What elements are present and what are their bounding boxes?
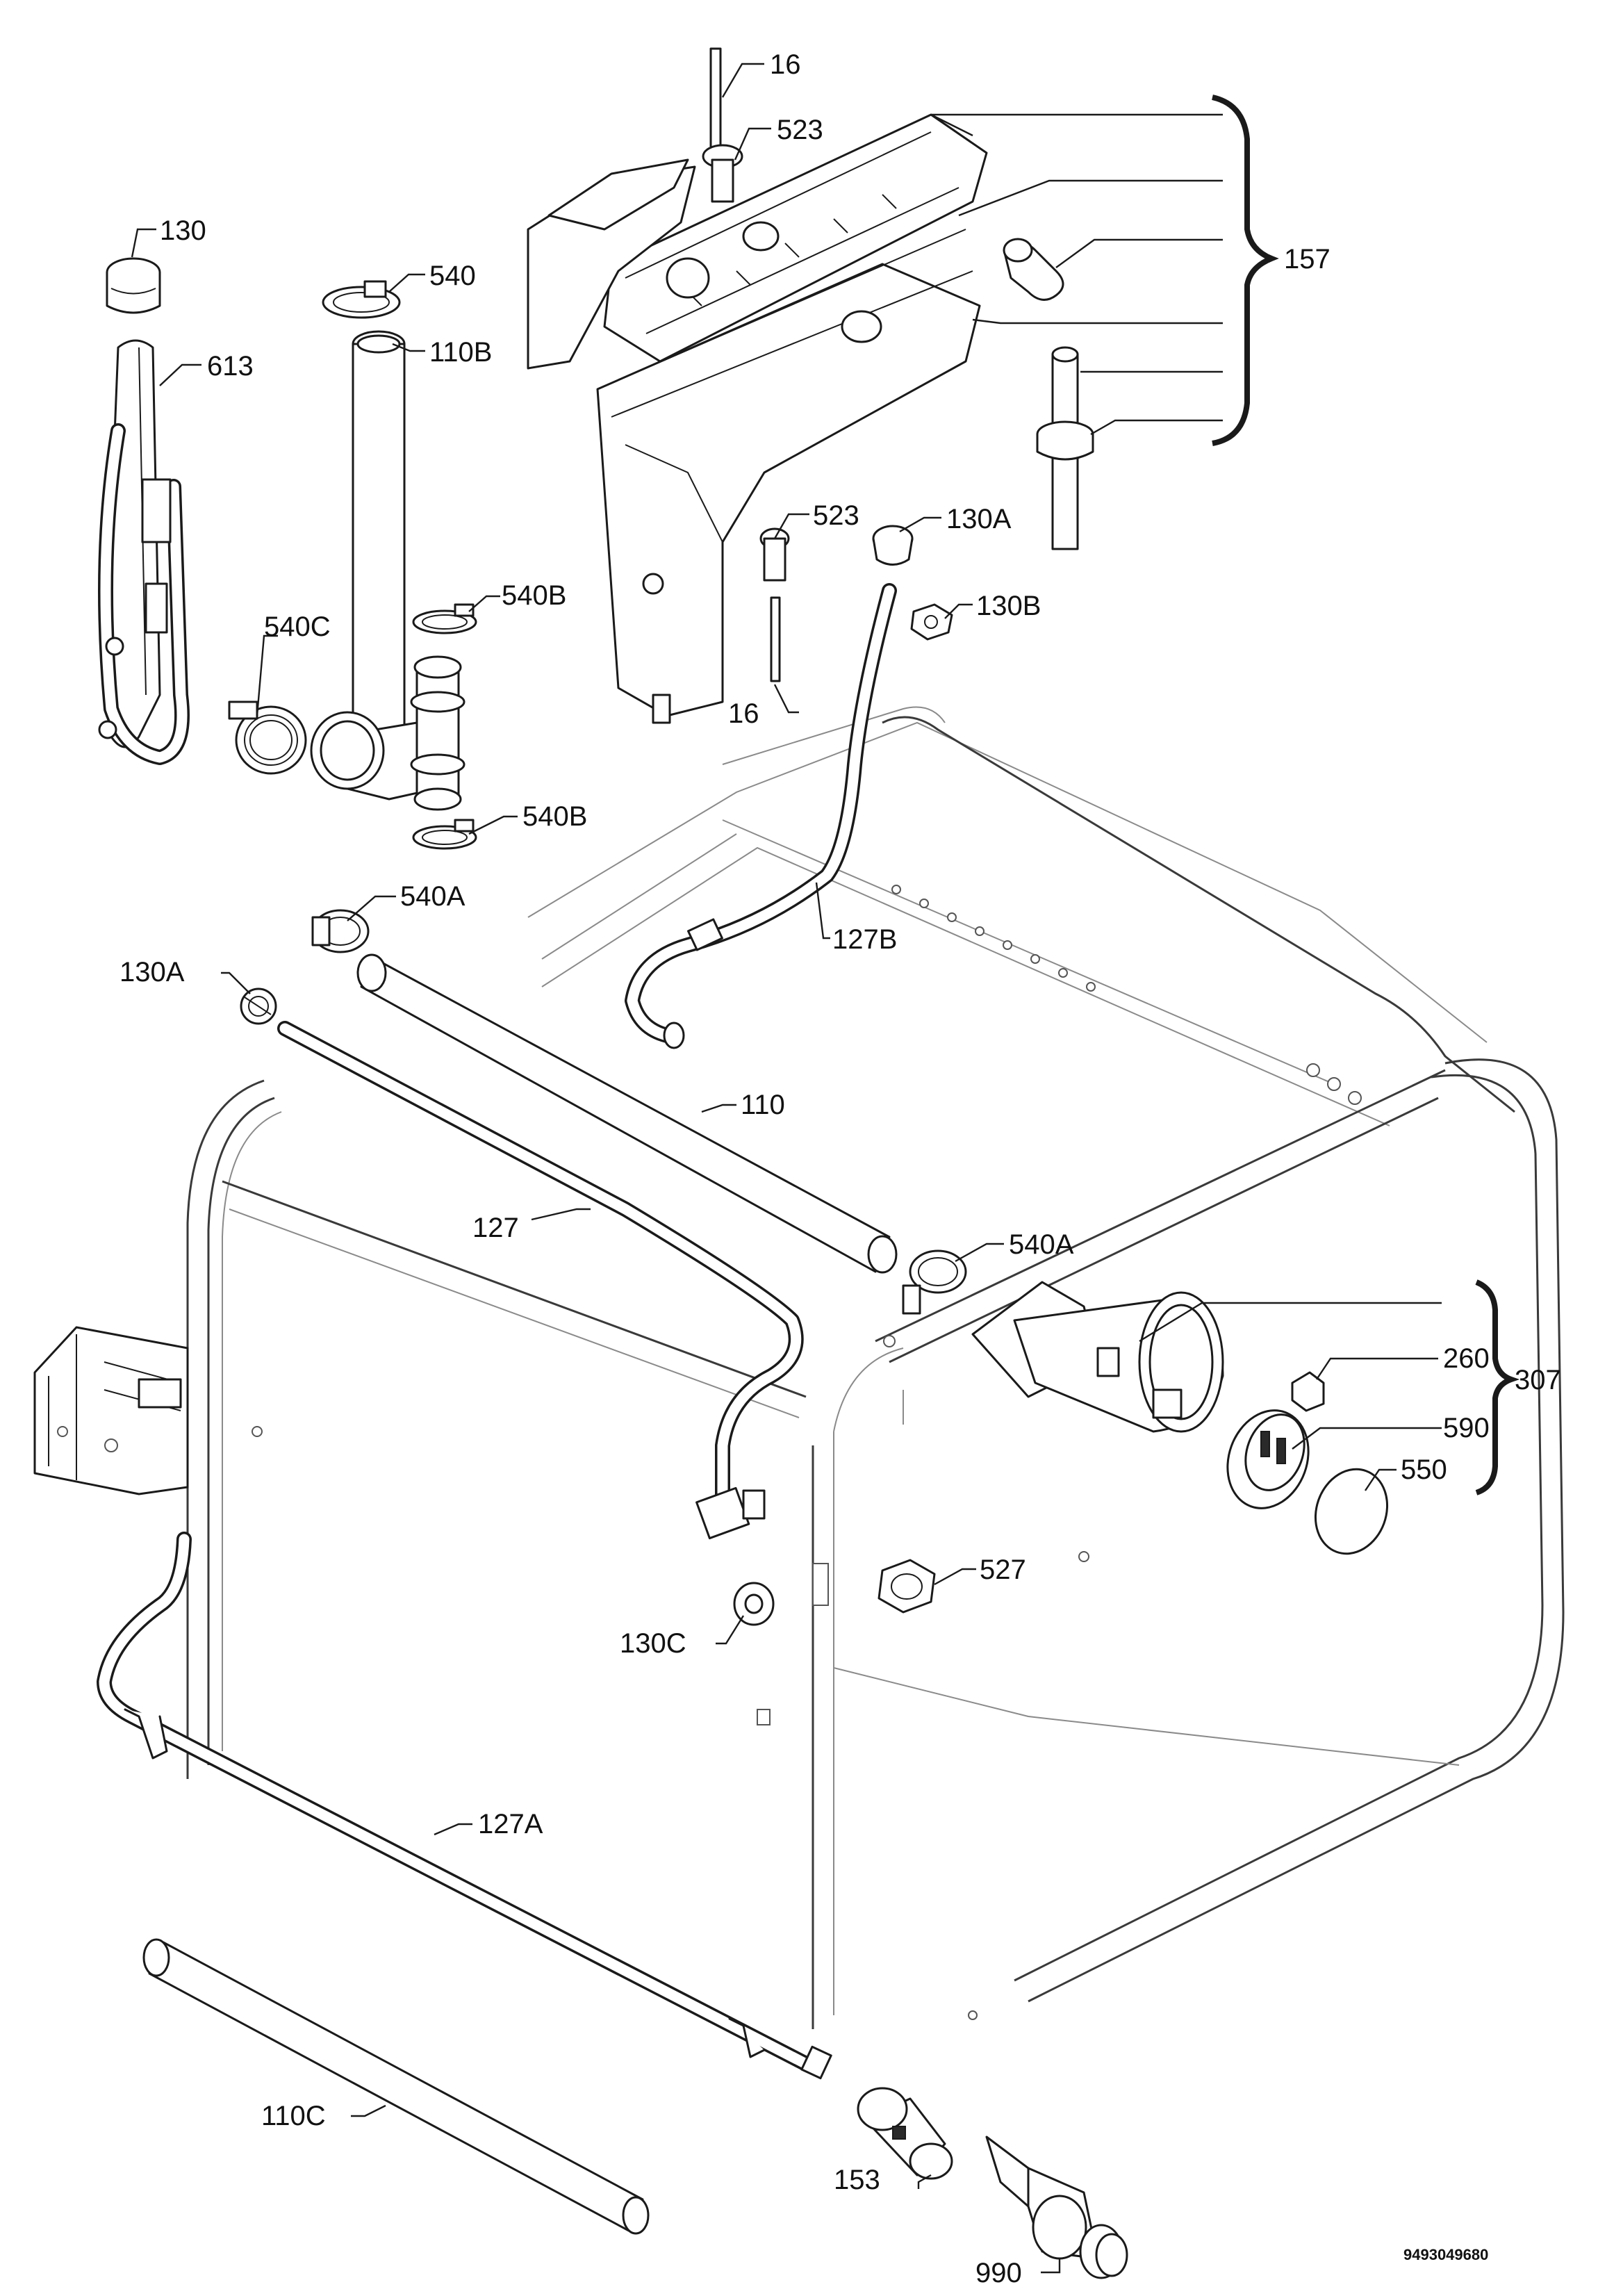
callout-540: 540 — [429, 261, 476, 291]
screw-523-top — [702, 47, 743, 203]
leader-lines — [131, 63, 1442, 2274]
callout-110c: 110C — [261, 2101, 326, 2131]
callout-157: 157 — [1284, 244, 1331, 274]
callout-307: 307 — [1515, 1365, 1561, 1395]
washer-130c — [733, 1582, 775, 1626]
clamp-540a-mid — [902, 1249, 967, 1315]
callout-110b: 110B — [429, 337, 492, 368]
grommet-130 — [106, 257, 161, 314]
document-reference: 9493049680 — [1403, 2246, 1488, 2263]
valve-assembly-307 — [971, 1281, 1389, 1555]
tank-assembly — [527, 113, 1094, 724]
callout-540a-mid: 540A — [1009, 1229, 1074, 1260]
hose-127 — [277, 1021, 804, 1540]
clamp-540 — [322, 280, 401, 319]
callout-130: 130 — [160, 215, 206, 246]
clamp-540b-lower — [412, 819, 477, 850]
callout-260: 260 — [1443, 1343, 1490, 1374]
callout-130a-top: 130A — [946, 504, 1012, 534]
callout-540a-top: 540A — [400, 881, 466, 912]
clamp-540b-upper — [412, 603, 477, 634]
left-hinge-bracket — [33, 1326, 189, 1495]
nut-527 — [878, 1559, 936, 1614]
grommet-130a-top — [872, 525, 914, 566]
callout-613: 613 — [207, 351, 254, 382]
nut-130b — [910, 603, 953, 641]
grommet-130a-left — [240, 987, 277, 1025]
connector-153 — [857, 2087, 953, 2180]
callout-127b: 127B — [832, 924, 897, 955]
callout-550: 550 — [1401, 1454, 1447, 1485]
hose-127b — [625, 583, 897, 1049]
screw-523-mid — [759, 527, 790, 682]
callout-130c: 130C — [620, 1628, 686, 1659]
callout-127: 127 — [472, 1213, 519, 1243]
brace-157 — [1212, 95, 1279, 446]
callout-110: 110 — [741, 1090, 785, 1120]
clamp-540a-top — [311, 909, 370, 953]
pipe-110 — [356, 953, 898, 1274]
callout-130a-left: 130A — [120, 957, 185, 987]
cabinet-frame — [186, 706, 1565, 2029]
clamp-540c — [228, 700, 307, 775]
pipe-110b — [310, 330, 466, 811]
callout-540b-lower: 540B — [522, 801, 587, 832]
callout-523-mid: 523 — [813, 500, 859, 531]
pipe-110c — [142, 1938, 650, 2235]
callout-523-top: 523 — [777, 115, 823, 145]
callout-153: 153 — [834, 2165, 880, 2195]
hose-assembly-613 — [98, 339, 190, 765]
callout-540b-upper: 540B — [502, 580, 566, 611]
callout-540c: 540C — [264, 612, 331, 642]
callout-990: 990 — [975, 2258, 1022, 2288]
callout-16-top: 16 — [770, 49, 801, 80]
callout-130b: 130B — [976, 591, 1041, 621]
callout-127a: 127A — [478, 1809, 543, 1839]
callout-labels: 16 523 157 130 540 613 110B 523 130A 130… — [120, 49, 1561, 2288]
brace-307 — [1475, 1279, 1520, 1495]
callout-16-mid: 16 — [728, 698, 759, 729]
callout-527: 527 — [980, 1555, 1026, 1585]
callout-590: 590 — [1443, 1413, 1490, 1443]
hose-connector-990 — [985, 2135, 1128, 2279]
hose-127a — [97, 1532, 832, 2080]
